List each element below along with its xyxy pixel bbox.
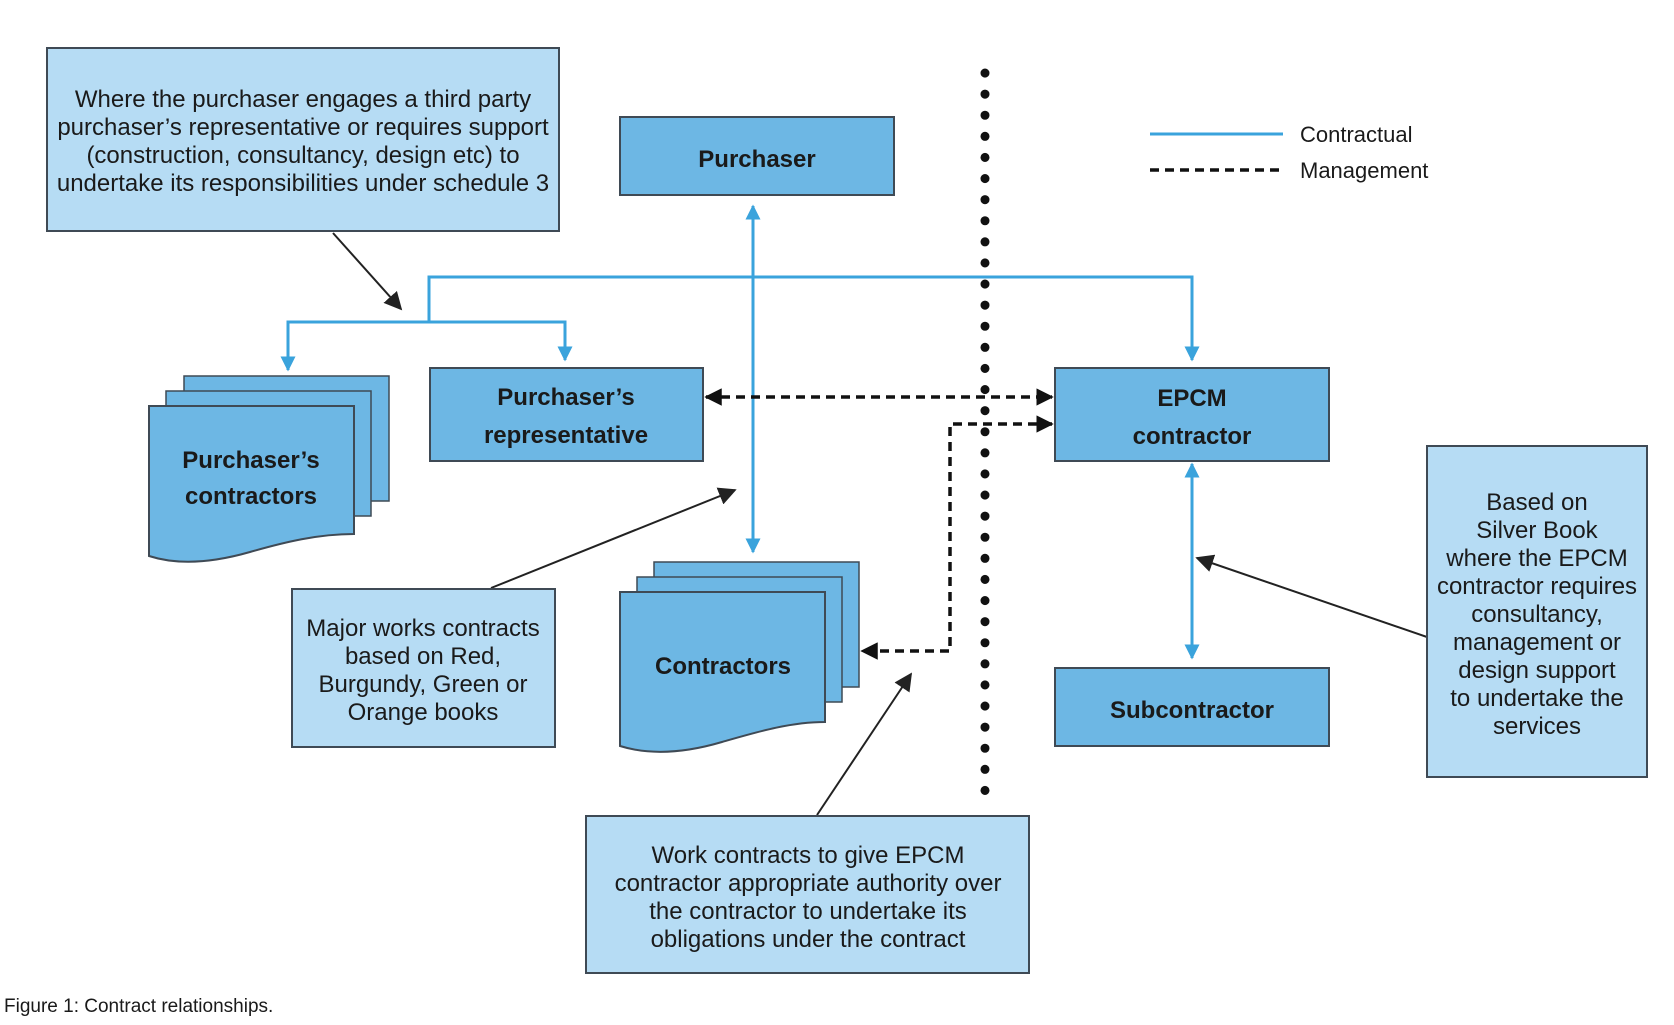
pointer-silver-book (1195, 554, 1428, 638)
epcm-contractor-node: EPCM contractor (1054, 367, 1330, 462)
purchasers-representative-label-line2: representative (484, 422, 648, 449)
note-major-works: Major works contracts based on Red, Burg… (291, 588, 556, 748)
purchasers-contractors-node: Purchaser’s contractors (148, 375, 390, 563)
note-silver-book-line1: Based on (1486, 489, 1587, 516)
note-major-works-line4: Orange books (348, 699, 499, 726)
note-work-contracts-box (585, 815, 1030, 974)
management-links (704, 388, 1054, 660)
purchaser-contractors-branch (280, 320, 429, 372)
note-third-party-line2: purchaser’s representative or requires s… (57, 114, 549, 141)
note-third-party: Where the purchaser engages a third part… (46, 47, 560, 232)
purchasers-contractors-label-line1: Purchaser’s (182, 447, 319, 474)
purchasers-representative-node: Purchaser’s representative (429, 367, 704, 462)
epcm-contractor-box (1054, 367, 1330, 462)
note-third-party-box (46, 47, 560, 232)
purchaser-label: Purchaser (698, 146, 815, 173)
purchaser-epcm-link (427, 275, 1200, 362)
note-work-contracts-line4: obligations under the contract (651, 926, 966, 953)
contractors-node: Contractors (619, 561, 860, 753)
pointer-major-works (490, 487, 737, 589)
epcm-contractor-label-line1: EPCM (1157, 385, 1226, 412)
legend: Contractual Management (1150, 122, 1428, 183)
note-major-works-line2: based on Red, (345, 643, 501, 670)
pointer-third-party (332, 232, 403, 311)
subcontractor-label: Subcontractor (1110, 697, 1274, 724)
purchaser-box (619, 116, 895, 196)
note-pointers (332, 232, 1428, 816)
note-silver-book-line6: management or (1453, 629, 1621, 656)
note-silver-book-line7: design support (1458, 657, 1616, 684)
note-work-contracts: Work contracts to give EPCM contractor a… (585, 815, 1030, 974)
doc-sheet-front (148, 405, 355, 563)
legend-management-label: Management (1300, 158, 1428, 183)
note-major-works-box (291, 588, 556, 748)
contractual-links (280, 204, 1200, 660)
note-silver-book-line8: to undertake the (1450, 685, 1623, 712)
purchaser-rep-branch (429, 320, 573, 362)
note-major-works-line3: Burgundy, Green or (318, 671, 527, 698)
note-third-party-line3: (construction, consultancy, design etc) … (86, 142, 519, 169)
note-work-contracts-line1: Work contracts to give EPCM (652, 842, 965, 869)
pointer-work-contracts (816, 672, 912, 816)
subcontractor-node: Subcontractor (1054, 667, 1330, 747)
note-silver-book-line9: services (1493, 713, 1581, 740)
note-silver-book-line4: contractor requires (1437, 573, 1637, 600)
contractors-label: Contractors (655, 653, 791, 680)
note-work-contracts-line2: contractor appropriate authority over (615, 870, 1002, 897)
note-silver-book-line5: consultancy, (1471, 601, 1603, 628)
note-silver-book-line2: Silver Book (1476, 517, 1598, 544)
note-major-works-line1: Major works contracts (306, 615, 539, 642)
purchasers-representative-box (429, 367, 704, 462)
figure-caption: Figure 1: Contract relationships. (4, 996, 273, 1017)
note-third-party-line4: undertake its responsibilities under sch… (57, 170, 549, 197)
purchasers-contractors-label-line2: contractors (185, 483, 317, 510)
doc-sheet-front (619, 591, 826, 753)
note-silver-book-box (1426, 445, 1648, 778)
note-silver-book: Based on Silver Book where the EPCM cont… (1426, 445, 1648, 778)
purchaser-node: Purchaser (619, 116, 895, 196)
note-work-contracts-line3: the contractor to undertake its (649, 898, 967, 925)
note-third-party-line1: Where the purchaser engages a third part… (75, 86, 531, 113)
note-silver-book-line3: where the EPCM (1445, 545, 1627, 572)
purchasers-representative-label-line1: Purchaser’s (497, 384, 634, 411)
epcm-contractors-management-link (860, 415, 1054, 660)
epcm-contractor-label-line2: contractor (1133, 423, 1252, 450)
legend-contractual-label: Contractual (1300, 122, 1413, 147)
subcontractor-box (1054, 667, 1330, 747)
